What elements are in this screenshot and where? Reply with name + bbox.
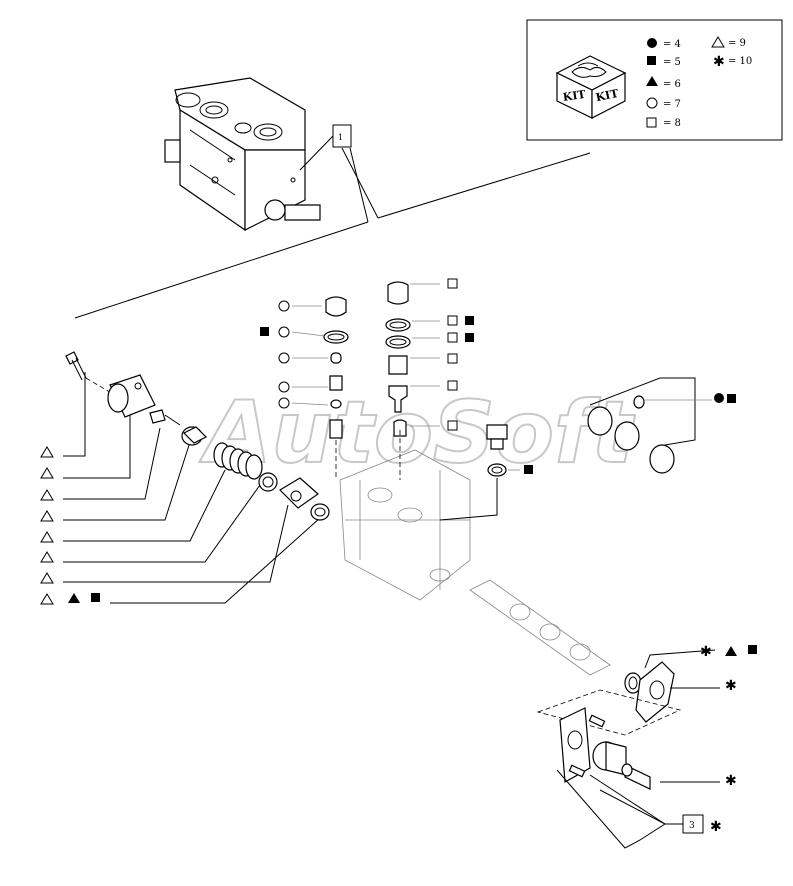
legend-text-9: = 9: [728, 38, 746, 49]
svg-text:3: 3: [689, 821, 695, 831]
filled-square-icon: [465, 316, 474, 325]
legend-text-4: = 4: [663, 39, 681, 50]
open-circle-icon: [278, 397, 290, 409]
filled-square-icon: [91, 593, 100, 602]
center-left-column: [260, 296, 349, 439]
kit-label-right: KIT: [594, 87, 620, 105]
filled-square-icon: [260, 327, 269, 336]
open-triangle-icon: [40, 572, 54, 584]
star-icon: ✱: [725, 678, 737, 694]
spring: [213, 442, 263, 480]
star-icon: ✱: [725, 773, 737, 789]
filled-triangle-icon: [68, 593, 80, 603]
open-circle-icon: [278, 300, 290, 312]
open-square-icon: [447, 380, 458, 391]
open-circle-icon: [646, 97, 658, 109]
valve-section-assembly: [164, 77, 321, 232]
filled-square-icon: [647, 56, 656, 65]
open-circle-icon: [278, 352, 290, 364]
kit-legend: KIT KIT = 4 = 5 = 6 = 7 = 8 = 9 ✱ = 10: [526, 19, 783, 141]
valve-body: [335, 430, 611, 676]
filled-square-icon: [465, 333, 474, 342]
open-square-icon: [646, 117, 657, 128]
legend-text-5: = 5: [663, 57, 681, 68]
reference-box-1: 1: [332, 124, 352, 148]
legend-frame: [526, 19, 783, 141]
filled-triangle-icon: [646, 76, 658, 86]
star-icon: ✱: [710, 819, 722, 835]
center-right-column: [385, 278, 533, 477]
lower-right-parts: ✱ ✱ ✱ 3 ✱: [536, 644, 757, 849]
open-square-icon: [447, 420, 458, 431]
open-square-icon: [447, 353, 458, 364]
open-triangle-icon: [40, 489, 54, 501]
right-orings: [587, 377, 736, 474]
filled-triangle-icon: [725, 646, 737, 656]
open-circle-icon: [278, 381, 290, 393]
legend-text-10: = 10: [728, 56, 752, 67]
legend-text-7: = 7: [663, 99, 681, 110]
open-square-icon: [447, 278, 458, 289]
open-triangle-icon: [40, 593, 54, 605]
open-circle-icon: [278, 326, 290, 338]
open-triangle-icon: [711, 36, 725, 48]
left-label-column: [40, 446, 100, 605]
open-triangle-icon: [40, 551, 54, 563]
star-icon: ✱: [713, 54, 725, 70]
filled-circle-icon: [714, 393, 724, 403]
open-triangle-icon: [40, 446, 54, 458]
legend-text-6: = 6: [663, 79, 681, 90]
open-square-icon: [447, 315, 458, 326]
filled-square-icon: [727, 394, 736, 403]
reference-box-3: 3: [682, 814, 704, 834]
star-icon: ✱: [700, 644, 712, 660]
open-square-icon: [447, 332, 458, 343]
filled-square-icon: [524, 465, 533, 474]
watermark: AutoSoft: [199, 383, 635, 483]
filled-circle-icon: [647, 38, 657, 48]
open-triangle-icon: [40, 467, 54, 479]
svg-text:1: 1: [338, 133, 343, 142]
open-triangle-icon: [40, 510, 54, 522]
legend-text-8: = 8: [663, 118, 681, 129]
left-parts: [65, 351, 330, 521]
open-triangle-icon: [40, 531, 54, 543]
filled-square-icon: [748, 645, 757, 654]
kit-label-left: KIT: [562, 88, 587, 104]
kit-box-icon: KIT KIT: [555, 55, 627, 119]
